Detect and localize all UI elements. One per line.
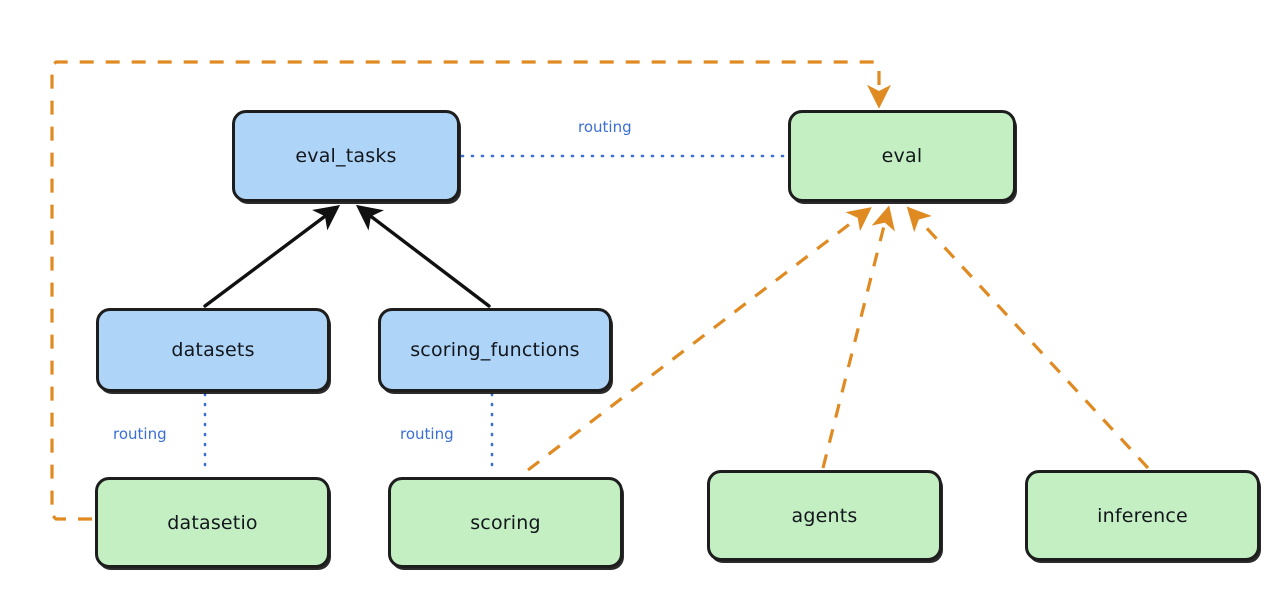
node-label-datasets: datasets [171, 339, 255, 361]
node-label-datasetio: datasetio [167, 511, 258, 534]
node-datasets[interactable]: datasets [96, 308, 330, 392]
node-agents[interactable]: agents [707, 470, 942, 561]
node-datasetio[interactable]: datasetio [95, 477, 330, 568]
edge-label-routing-eval-tasks-eval: routing [578, 118, 632, 136]
edge-inference-to-eval [906, 206, 1150, 470]
node-label-inference: inference [1097, 504, 1188, 527]
node-label-eval: eval [881, 145, 923, 167]
edge-scoring-to-eval [527, 207, 872, 472]
node-eval-tasks[interactable]: eval_tasks [232, 110, 460, 202]
edge-datasetio-to-eval [50, 60, 891, 521]
node-eval[interactable]: eval [788, 110, 1016, 202]
node-scoring-functions[interactable]: scoring_functions [378, 308, 612, 392]
edge-datasets-to-eval-tasks [203, 204, 341, 308]
edge-label-routing-scoring-functions-scoring: routing [400, 425, 454, 443]
node-label-scoring: scoring [470, 511, 541, 534]
edge-label-routing-datasets-datasetio: routing [113, 425, 167, 443]
node-label-scoring-functions: scoring_functions [410, 339, 580, 361]
node-scoring[interactable]: scoring [388, 477, 623, 568]
edge-agents-to-eval [821, 205, 895, 469]
node-label-agents: agents [791, 504, 858, 527]
node-inference[interactable]: inference [1025, 470, 1260, 561]
edge-scoring-functions-to-eval-tasks [355, 204, 491, 308]
node-label-eval-tasks: eval_tasks [295, 145, 397, 167]
